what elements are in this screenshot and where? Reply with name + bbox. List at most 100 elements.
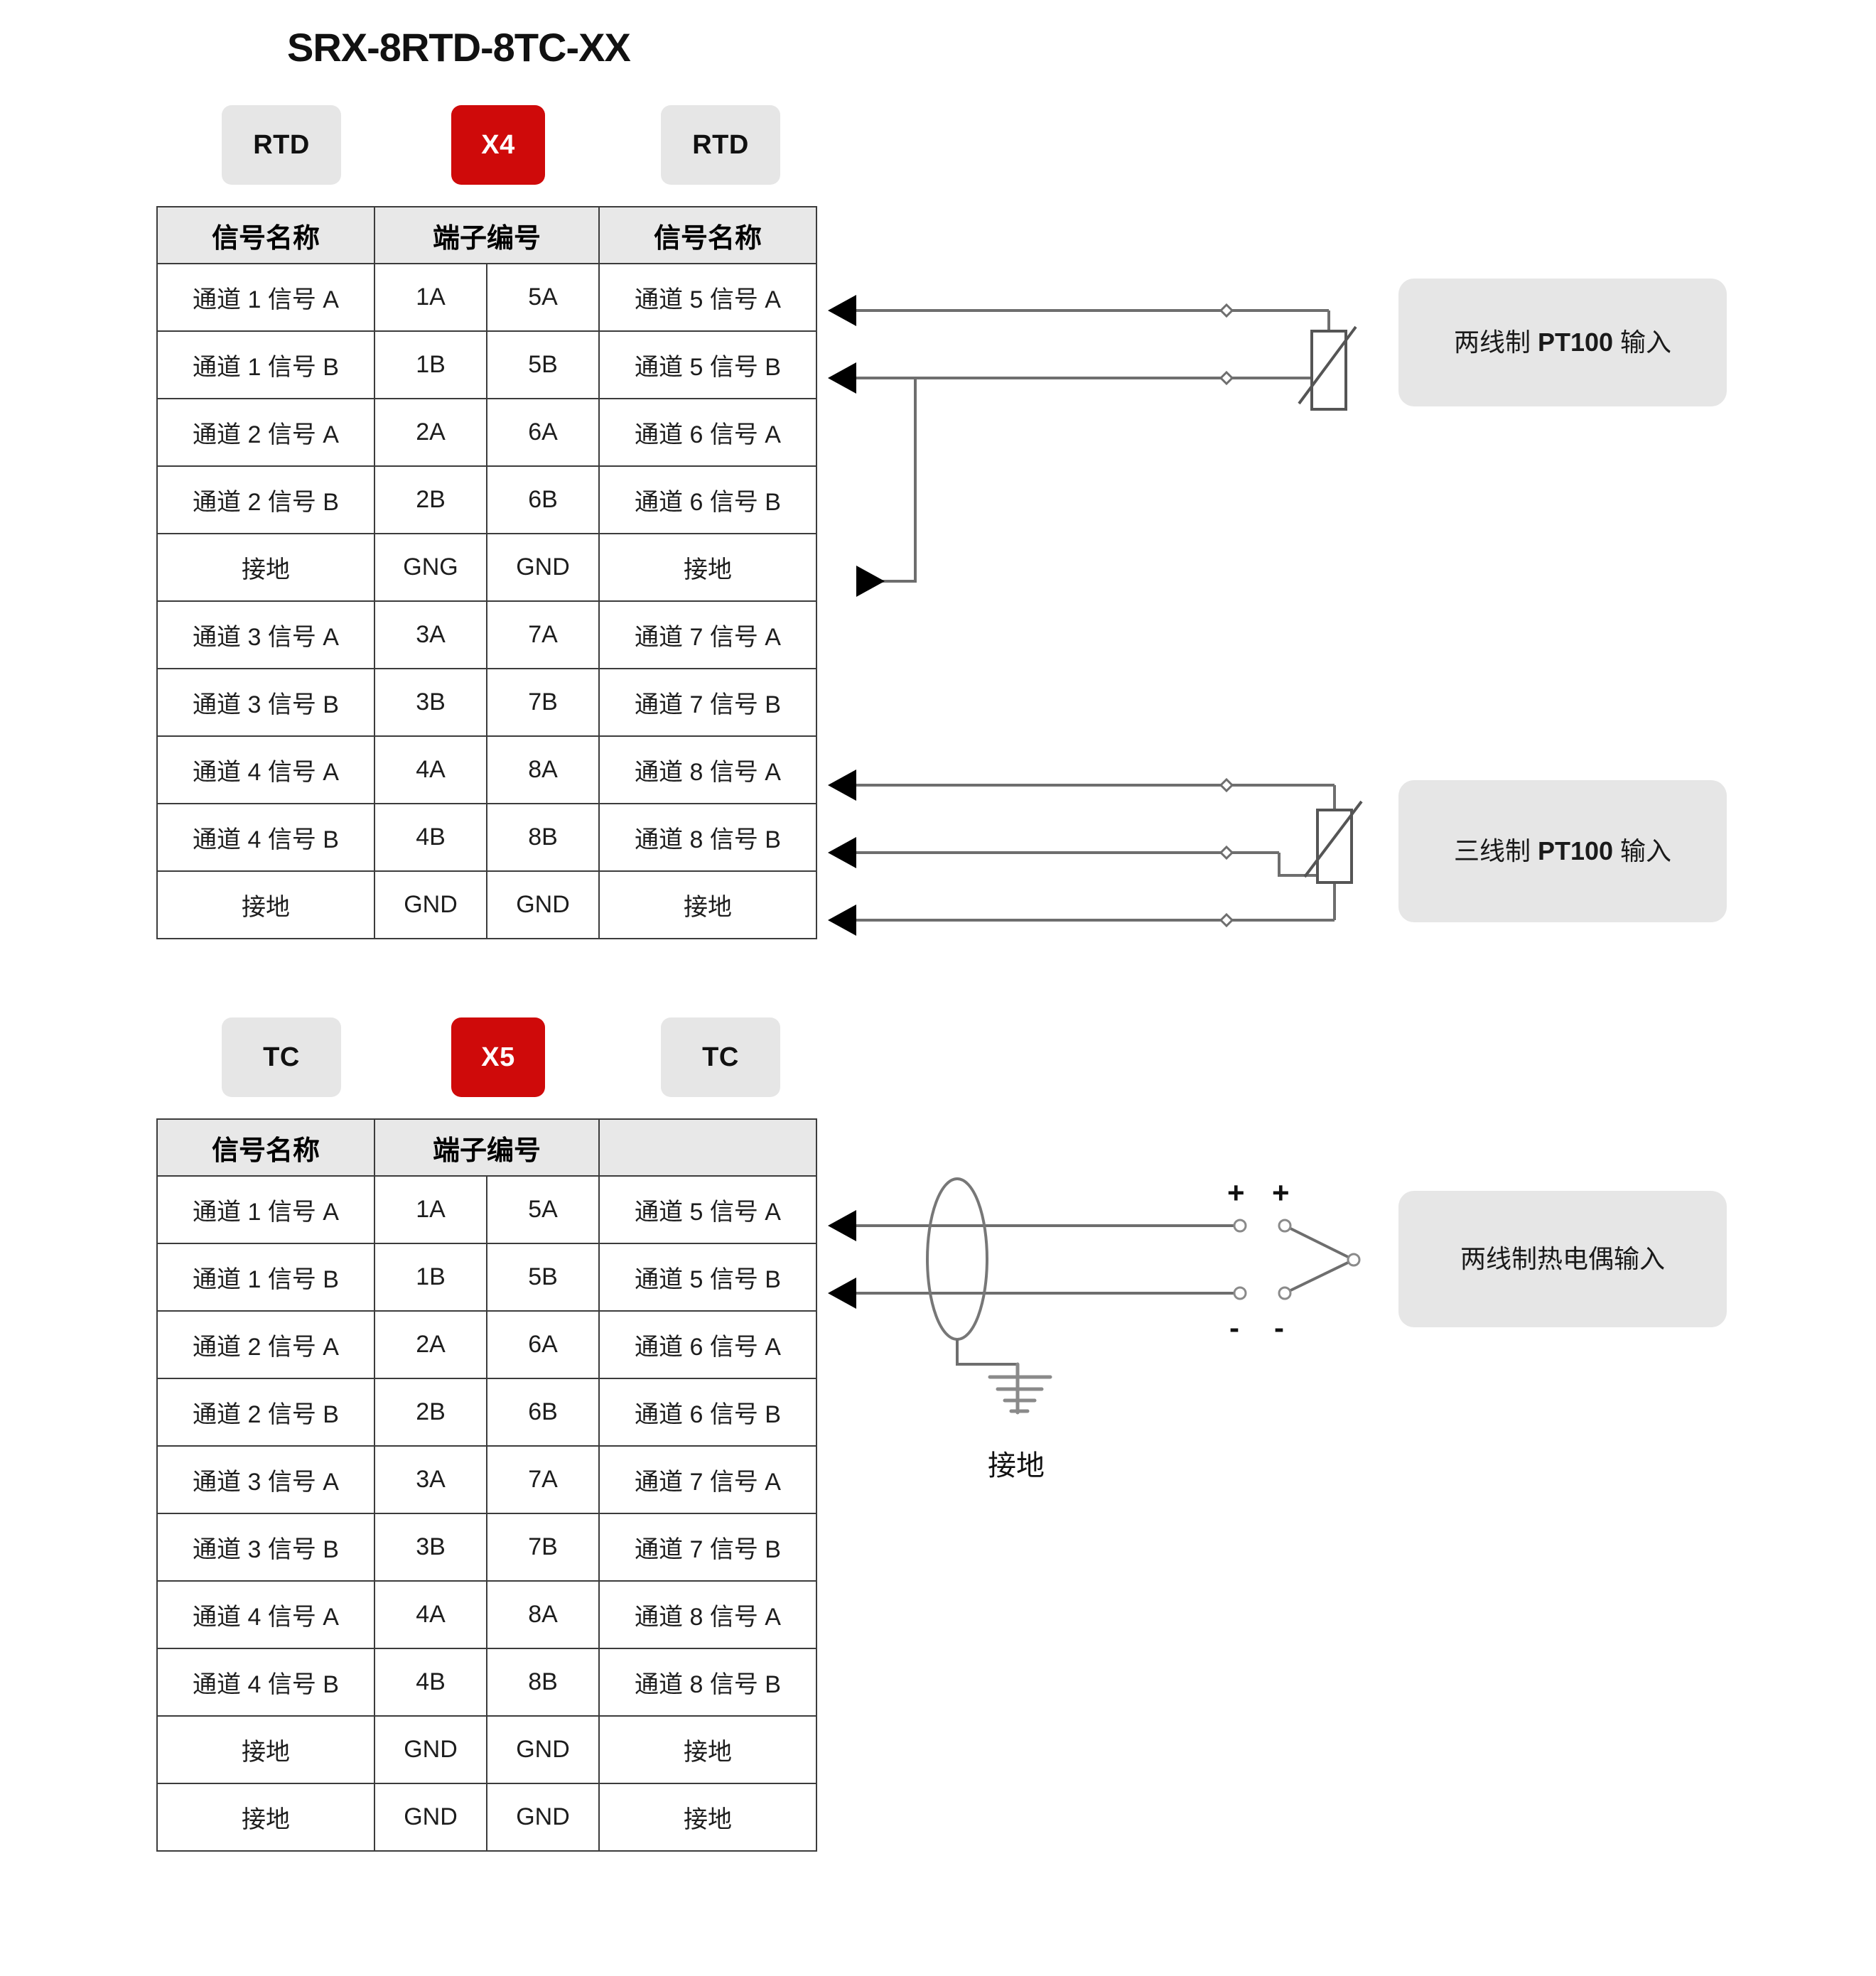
cell-terminal-right: 7B: [486, 1513, 600, 1582]
cell-signal-left: 通道 2 信号 B: [156, 465, 375, 534]
cell-terminal-right: 5B: [486, 330, 600, 399]
cell-signal-left: 通道 3 信号 A: [156, 600, 375, 669]
ground-text-label: 接地: [988, 1450, 1045, 1481]
cell-terminal-left: 2B: [374, 465, 487, 534]
cell-terminal-left: 4B: [374, 1648, 487, 1717]
badge-rtd-right: RTD: [661, 105, 780, 185]
callout-two-wire-pt100: 两线制 PT100 输入: [1398, 279, 1727, 406]
header-signal-left: 信号名称: [156, 1118, 375, 1177]
cell-signal-left: 通道 3 信号 B: [156, 668, 375, 737]
polarity-minus-inner: -: [1229, 1311, 1239, 1344]
cell-signal-left: 接地: [156, 870, 375, 939]
header-signal-right: 信号名称: [598, 206, 817, 264]
cell-signal-left: 通道 4 信号 B: [156, 1648, 375, 1717]
table-header-row: 信号名称 端子编号 信号名称: [156, 206, 817, 264]
cell-terminal-right: 7A: [486, 600, 600, 669]
cell-signal-right: 通道 8 信号 A: [598, 735, 817, 804]
cell-signal-left: 通道 1 信号 B: [156, 330, 375, 399]
polarity-plus-outer: +: [1272, 1176, 1290, 1209]
cell-signal-right: 通道 7 信号 A: [598, 1445, 817, 1514]
callout-suffix: 输入: [1613, 836, 1672, 865]
cell-terminal-right: 7B: [486, 668, 600, 737]
table-header-row: 信号名称 端子编号: [156, 1118, 817, 1177]
cell-terminal-right: 6B: [486, 1378, 600, 1447]
cell-terminal-left: 4B: [374, 803, 487, 872]
cell-signal-left: 接地: [156, 1715, 375, 1784]
cell-terminal-left: GND: [374, 1715, 487, 1784]
cell-terminal-left: 2B: [374, 1378, 487, 1447]
callout-thermocouple: 两线制热电偶输入: [1398, 1191, 1727, 1327]
pt100-resistor-symbol-three-wire: [1303, 800, 1363, 884]
cell-terminal-right: 8B: [486, 1648, 600, 1717]
two-wire-terminal-dots: [1219, 303, 1234, 386]
cell-signal-left: 通道 2 信号 B: [156, 1378, 375, 1447]
cell-terminal-left: 2A: [374, 398, 487, 467]
cell-signal-right: 通道 7 信号 B: [598, 668, 817, 737]
cell-signal-right: 接地: [598, 1715, 817, 1784]
polarity-minus-outer: -: [1274, 1311, 1284, 1344]
cell-signal-left: 通道 1 信号 B: [156, 1243, 375, 1312]
header-terminal: 端子编号: [374, 206, 600, 264]
badge-tc-right: TC: [661, 1017, 780, 1097]
cell-signal-left: 通道 1 信号 A: [156, 1175, 375, 1244]
cell-signal-right: 通道 7 信号 B: [598, 1513, 817, 1582]
cell-signal-right: 通道 8 信号 B: [598, 803, 817, 872]
thermocouple-terminal-dots: [1233, 1219, 1361, 1300]
cell-terminal-right: 6A: [486, 1310, 600, 1379]
callout-emphasis: PT100: [1537, 327, 1614, 357]
cell-terminal-left: 3B: [374, 1513, 487, 1582]
cell-signal-left: 通道 3 信号 B: [156, 1513, 375, 1582]
three-wire-terminal-dots: [1219, 777, 1234, 928]
cell-terminal-right: 6B: [486, 465, 600, 534]
cell-terminal-left: 1A: [374, 1175, 487, 1244]
header-blank: [598, 1118, 817, 1177]
cell-signal-right: 通道 6 信号 B: [598, 465, 817, 534]
polarity-plus-inner: +: [1227, 1176, 1245, 1209]
cell-signal-left: 通道 3 信号 A: [156, 1445, 375, 1514]
cell-signal-left: 接地: [156, 533, 375, 602]
cell-signal-left: 通道 4 信号 A: [156, 1580, 375, 1649]
cell-terminal-right: GND: [486, 870, 600, 939]
callout-emphasis: PT100: [1537, 836, 1614, 865]
callout-prefix: 三线制: [1453, 836, 1538, 865]
page-title: SRX-8RTD-8TC-XX: [287, 25, 631, 70]
badge-connector-x4: X4: [451, 105, 545, 185]
cell-signal-left: 通道 4 信号 A: [156, 735, 375, 804]
cell-signal-right: 通道 8 信号 A: [598, 1580, 817, 1649]
callout-suffix: 输入: [1613, 327, 1672, 357]
cell-signal-right: 通道 6 信号 A: [598, 398, 817, 467]
cell-terminal-left: 3A: [374, 1445, 487, 1514]
cell-terminal-left: 3A: [374, 600, 487, 669]
cell-terminal-right: 7A: [486, 1445, 600, 1514]
cell-signal-right: 通道 8 信号 B: [598, 1648, 817, 1717]
callout-three-wire-pt100: 三线制 PT100 输入: [1398, 780, 1727, 922]
cell-signal-right: 通道 5 信号 B: [598, 330, 817, 399]
badge-rtd-left: RTD: [222, 105, 341, 185]
cell-terminal-left: GNG: [374, 533, 487, 602]
cell-signal-right: 接地: [598, 533, 817, 602]
cell-terminal-left: GND: [374, 870, 487, 939]
cell-signal-left: 通道 1 信号 A: [156, 263, 375, 332]
cell-signal-right: 通道 7 信号 A: [598, 600, 817, 669]
cell-terminal-right: 5A: [486, 1175, 600, 1244]
cell-terminal-right: 5A: [486, 263, 600, 332]
cell-signal-left: 通道 2 信号 A: [156, 1310, 375, 1379]
cell-terminal-right: GND: [486, 1783, 600, 1852]
two-wire-pt100-wiring: [828, 295, 1330, 597]
